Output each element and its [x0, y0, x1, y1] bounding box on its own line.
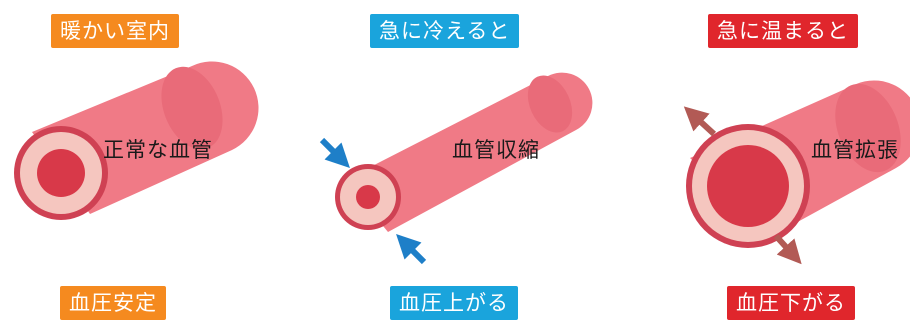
condition-badge-warm-room: 暖かい室内 [51, 14, 179, 48]
expand-arrow-icon [683, 106, 717, 137]
result-badge-fall: 血圧下がる [727, 286, 855, 320]
constricted-vessel [335, 72, 593, 233]
vessel-label-dilated: 血管拡張 [811, 138, 899, 162]
compress-arrow-icon [396, 234, 427, 265]
result-badge-rise: 血圧上がる [390, 286, 518, 320]
dilated-vessel [686, 80, 910, 248]
expand-arrow-icon [773, 233, 802, 265]
condition-badge-sudden-cold: 急に冷えると [370, 14, 520, 48]
vessel-label-normal: 正常な血管 [103, 138, 213, 162]
condition-badge-sudden-warm: 急に温まると [708, 14, 858, 48]
result-badge-stable: 血圧安定 [60, 286, 166, 320]
normal-vessel [14, 61, 259, 220]
vessel-label-constricted: 血管収縮 [452, 138, 540, 162]
compress-arrow-icon [319, 137, 350, 168]
